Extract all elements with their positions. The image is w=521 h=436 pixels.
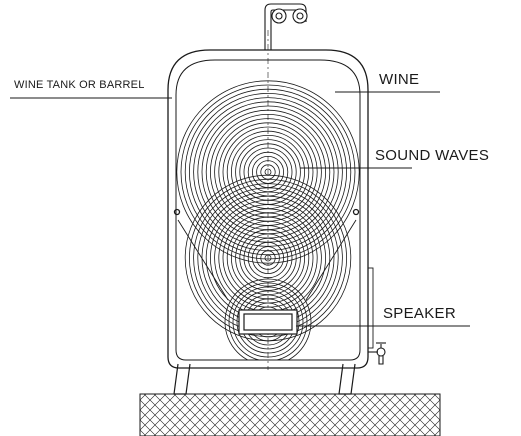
wave-ring xyxy=(251,241,284,274)
inlet-pipe-icon xyxy=(264,3,308,50)
wave-ring xyxy=(256,246,280,270)
wave-ring xyxy=(188,178,347,337)
wave-ring xyxy=(176,80,360,264)
wave-ring xyxy=(232,286,304,358)
sound-waves-label: SOUND WAVES xyxy=(375,147,490,164)
wave-ring xyxy=(243,233,293,283)
outlet-valve-icon xyxy=(368,342,386,365)
wave-ring xyxy=(236,290,300,354)
wave-ring xyxy=(230,220,305,295)
wave-ring xyxy=(260,250,276,266)
ground-hatch xyxy=(139,393,441,436)
wave-ring xyxy=(224,278,312,360)
wine-label: WINE xyxy=(379,71,420,88)
tank-legs xyxy=(173,363,356,395)
wave-ring xyxy=(235,225,301,291)
wave-ring xyxy=(239,229,297,287)
wave-ring xyxy=(264,254,272,262)
speaker-label: SPEAKER xyxy=(383,305,456,322)
wave-ring xyxy=(180,84,356,260)
leader-lines xyxy=(10,91,470,327)
wave-ring xyxy=(247,237,289,279)
wave-ring xyxy=(228,282,308,360)
tank-label: WINE TANK OR BARREL xyxy=(14,79,145,91)
speaker-icon xyxy=(238,309,298,335)
